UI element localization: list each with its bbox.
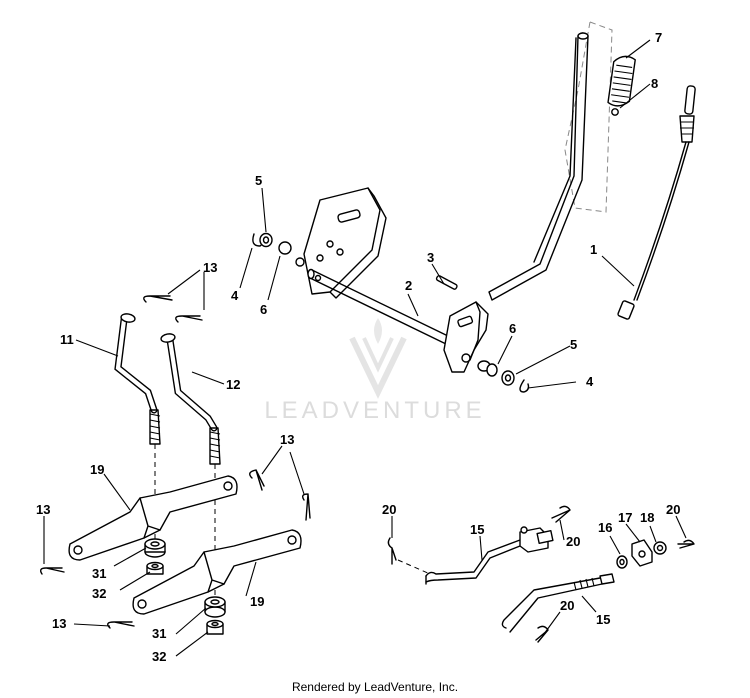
lift-rod: [617, 85, 696, 320]
watermark-text: LEADVENTURE: [264, 397, 485, 424]
cotter-pin-1: [387, 537, 397, 565]
callouts: 7 8 5 3 2 1 4 6 13 11 12 6 5 4 13 19 13 …: [36, 30, 680, 664]
callout-11: 11: [60, 332, 74, 347]
cotter-pin-2: [551, 505, 571, 523]
side-bracket: [303, 187, 387, 299]
handle-grip-outline: [564, 21, 613, 213]
pin: [435, 275, 458, 290]
callout-18: 18: [640, 510, 654, 525]
callout-1: 1: [590, 242, 597, 257]
callout-31-upper: 31: [92, 566, 106, 581]
watermark: LEADVENTURE: [264, 318, 485, 424]
rod-centerline: [397, 559, 431, 575]
handle-mount: [443, 301, 498, 377]
lift-arm-lower: [132, 529, 302, 615]
callout-20-lower: 20: [560, 598, 574, 613]
callout-20-upper: 20: [566, 534, 580, 549]
callout-5: 5: [255, 173, 262, 188]
nut-32-lower: [206, 619, 224, 635]
callout-19-upper: 19: [90, 462, 104, 477]
nut-32-upper: [146, 561, 164, 575]
handle-grip: [607, 55, 636, 107]
callout-13-upper-right: 13: [280, 432, 294, 447]
lift-link-left: [114, 313, 161, 445]
shaft-bushing: [295, 257, 305, 267]
bushing-31-lower: [204, 596, 226, 618]
callout-17: 17: [618, 510, 632, 525]
callout-12: 12: [226, 377, 240, 392]
callout-4: 4: [231, 288, 239, 303]
washer-16: [616, 555, 628, 569]
callout-32-upper: 32: [92, 586, 106, 601]
callout-13-lower-left: 13: [52, 616, 66, 631]
handle-button: [611, 108, 619, 116]
render-credit: Rendered by LeadVenture, Inc.: [291, 680, 459, 694]
lift-handle: [488, 32, 589, 301]
callout-4-right: 4: [586, 374, 594, 389]
callout-7: 7: [655, 30, 662, 45]
callout-19-lower: 19: [250, 594, 264, 609]
hairpin-clip-3: [249, 469, 265, 491]
lift-arm-upper: [68, 475, 238, 561]
washer-left: [259, 232, 273, 248]
shaft-bushing-right: [486, 363, 498, 377]
callout-15-lower: 15: [596, 612, 610, 627]
lift-link-right: [160, 333, 221, 465]
hairpin-clip-5: [39, 567, 65, 575]
bushing-31-upper: [144, 538, 166, 558]
hairpin-clip-1: [143, 295, 173, 303]
callout-16: 16: [598, 520, 612, 535]
bushing-left: [278, 241, 292, 255]
callout-20-left: 20: [382, 502, 396, 517]
callout-15-upper: 15: [470, 522, 484, 537]
retaining-clip-right: [519, 379, 530, 393]
leadventure-logo-icon: [349, 318, 407, 399]
cotter-pin-3: [677, 539, 695, 549]
cross-shaft: [295, 257, 449, 345]
adjuster-rod-upper: [425, 526, 554, 585]
cotter-pin-4: [535, 625, 549, 643]
callout-5-right: 5: [570, 337, 577, 352]
washer-right: [501, 370, 515, 386]
washer-18: [653, 541, 667, 555]
callout-13-left: 13: [36, 502, 50, 517]
hairpin-clip-2: [175, 315, 203, 323]
leader-lines: [43, 39, 687, 657]
callout-13: 13: [203, 260, 217, 275]
trunnion-17: [631, 539, 653, 567]
callout-2: 2: [405, 278, 412, 293]
adjuster-rod-lower: [501, 573, 615, 633]
callout-3: 3: [427, 250, 434, 265]
hairpin-clip-6: [107, 621, 135, 629]
callout-6-right: 6: [509, 321, 516, 336]
callout-8: 8: [651, 76, 658, 91]
hairpin-clip-4: [301, 493, 311, 521]
callout-6: 6: [260, 302, 267, 317]
callout-31-lower: 31: [152, 626, 166, 641]
callout-20-right: 20: [666, 502, 680, 517]
callout-32-lower: 32: [152, 649, 166, 664]
